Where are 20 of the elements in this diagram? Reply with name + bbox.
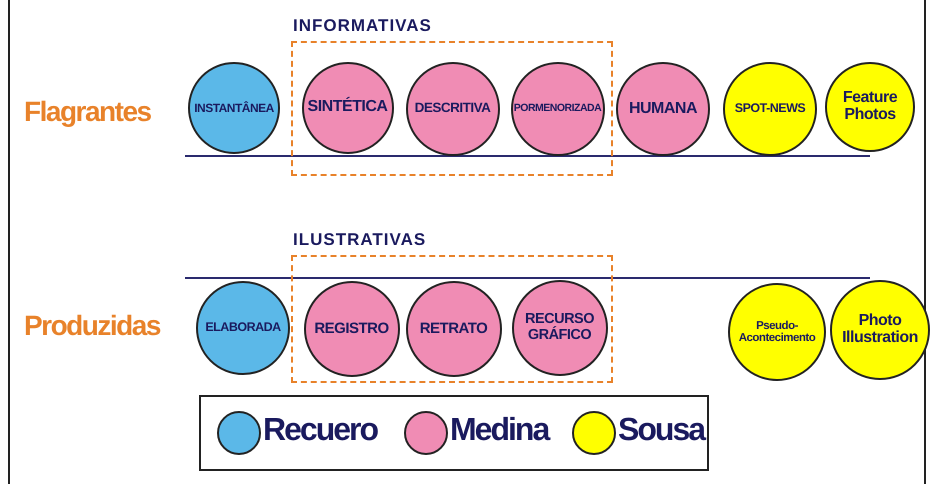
category-circle: RECURSO GRÁFICO bbox=[512, 280, 608, 376]
category-circle: ELABORADA bbox=[196, 281, 290, 375]
group-title: ILUSTRATIVAS bbox=[293, 230, 426, 250]
row-label: Produzidas bbox=[24, 310, 160, 342]
group-title: INFORMATIVAS bbox=[293, 16, 432, 36]
category-circle: REGISTRO bbox=[304, 280, 400, 376]
category-circle: SPOT-NEWS bbox=[723, 62, 817, 156]
category-circle: SINTÉTICA bbox=[302, 62, 394, 154]
legend-label: Medina bbox=[450, 411, 548, 448]
category-circle: DESCRITIVA bbox=[406, 62, 500, 156]
category-circle: Feature Photos bbox=[825, 62, 915, 152]
legend-label: Recuero bbox=[263, 411, 378, 448]
category-circle: PORMENORIZADA bbox=[510, 62, 604, 156]
category-circle: HUMANA bbox=[616, 62, 710, 156]
legend-label: Sousa bbox=[618, 411, 704, 448]
category-circle: RETRATO bbox=[406, 280, 502, 376]
category-circle: INSTANTÂNEA bbox=[188, 62, 280, 154]
category-circle: Photo Illustration bbox=[830, 280, 930, 380]
row-label: Flagrantes bbox=[24, 96, 151, 128]
category-circle: Pseudo- Acontecimento bbox=[728, 283, 826, 381]
